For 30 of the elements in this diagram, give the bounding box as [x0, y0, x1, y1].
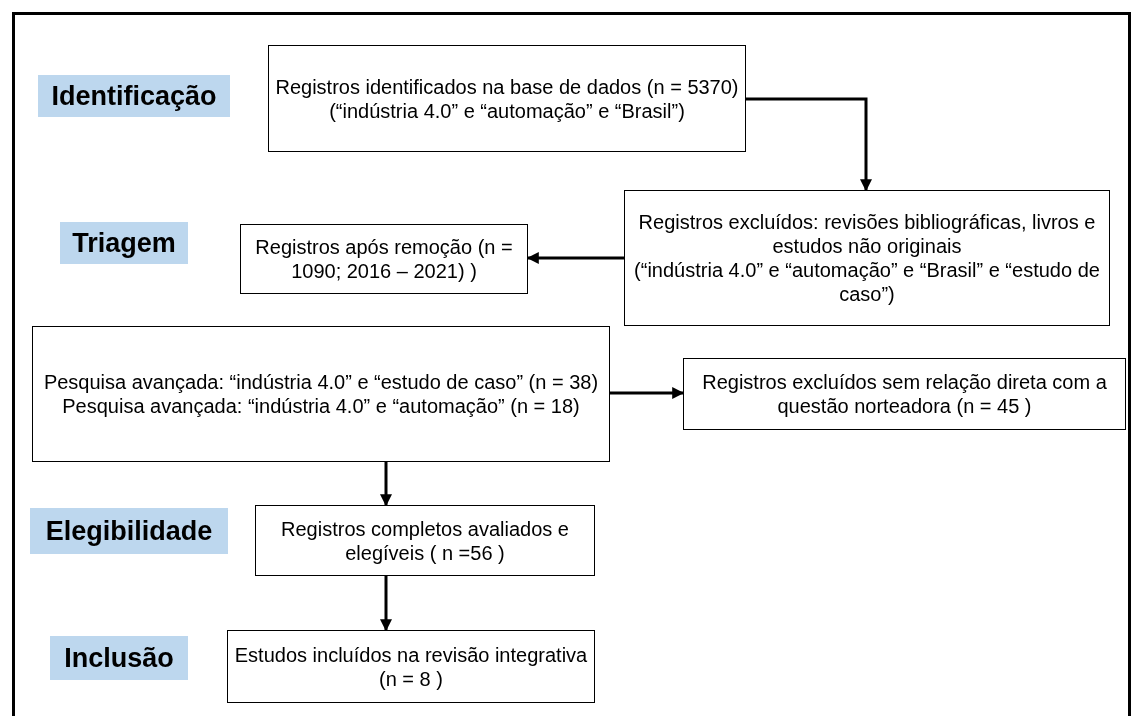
arrow	[746, 97, 872, 192]
stage-label	[50, 636, 188, 680]
process-box	[240, 224, 528, 294]
process-box	[268, 45, 746, 152]
stage-name: Inclusão	[64, 642, 174, 674]
box-text: Pesquisa avançada: “indústria 4.0” e “estudo de caso” (n = 38)	[43, 370, 599, 394]
arrow	[610, 387, 685, 399]
stage-name: Triagem	[72, 227, 176, 259]
box-text: Registros após remoção (n = 1090; 2016 – 2021) )	[254, 235, 514, 283]
stage-name: Identificação	[51, 80, 217, 112]
stage-label	[38, 75, 230, 117]
box-text: Registros excluídos: revisões bibliográficas, livros e estudos não originais	[637, 210, 1097, 258]
box-text: (“indústria 4.0” e “automação” e “Brasil” e “estudo de caso”)	[633, 258, 1101, 306]
process-box	[255, 505, 595, 576]
stage-label	[30, 508, 228, 554]
box-text: Pesquisa avançada: “indústria 4.0” e “automação” (n = 18)	[62, 394, 580, 418]
stage-label	[60, 222, 188, 264]
process-box	[683, 358, 1126, 430]
box-text: Registros excluídos sem relação direta com a questão norteadora (n = 45 )	[701, 370, 1108, 418]
arrow	[380, 462, 392, 507]
process-box	[227, 630, 595, 703]
arrow	[380, 576, 392, 632]
arrow	[526, 252, 624, 264]
stage-name: Elegibilidade	[45, 515, 213, 547]
box-text: Registros identificados na base de dados (n = 5370)	[275, 74, 739, 99]
process-box	[624, 190, 1110, 326]
box-text: (“indústria 4.0” e “automação” e “Brasil”)	[329, 98, 685, 123]
process-box	[32, 326, 610, 462]
box-text: Registros completos avaliados e elegíveis ( n =56 )	[280, 516, 570, 565]
box-text: Estudos incluídos na revisão integrativa (n = 8 )	[234, 642, 588, 691]
